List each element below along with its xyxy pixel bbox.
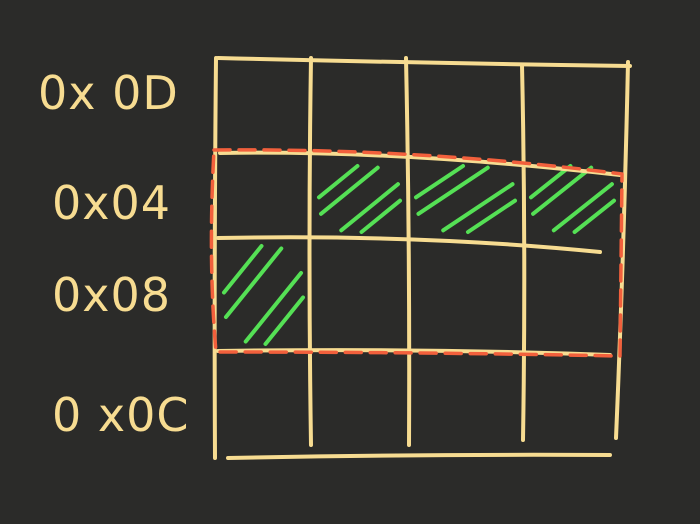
hatch-stroke <box>319 165 380 216</box>
selection-outline <box>209 148 624 358</box>
hatch-stroke <box>339 182 400 233</box>
selection-outline-path <box>209 148 624 358</box>
hatch-layer <box>222 164 616 346</box>
hatch-stroke <box>243 270 304 344</box>
grid-line-row-1 <box>218 150 622 177</box>
row-label-0x08: 0x08 <box>52 268 172 322</box>
hatch-stroke <box>317 164 360 200</box>
row-label-0x00: 0x 0D <box>38 66 179 120</box>
grid-lines <box>212 56 632 460</box>
hatched-cell-1-2 <box>414 164 517 234</box>
hatch-stroke <box>223 246 284 320</box>
hatch-stroke <box>529 164 573 200</box>
hatch-stroke <box>359 198 402 234</box>
hatched-cell-1-1 <box>317 164 402 234</box>
hatched-cell-2-0 <box>222 244 305 346</box>
grid-line-row-2 <box>216 235 602 254</box>
hatch-stroke <box>416 165 490 216</box>
row-label-0x0c: 0 x0C <box>52 388 190 442</box>
grid-line-top <box>216 56 632 68</box>
grid-line-right <box>614 60 630 440</box>
hatch-stroke <box>531 165 594 216</box>
hatch-stroke <box>222 244 264 295</box>
grid-line-col-1 <box>307 56 313 447</box>
row-label-0x04: 0x04 <box>52 176 172 230</box>
hatch-stroke <box>263 295 305 346</box>
grid-line-left <box>212 56 218 460</box>
hatch-stroke <box>551 182 614 233</box>
hatched-cell-1-3 <box>529 164 616 234</box>
hatch-stroke <box>465 198 517 234</box>
grid-line-bottom <box>226 452 612 460</box>
grid-line-col-3 <box>520 63 527 442</box>
hatch-stroke <box>441 182 515 233</box>
hatch-stroke <box>572 198 616 234</box>
hatch-stroke <box>414 164 466 200</box>
grid-line-col-2 <box>404 56 412 447</box>
